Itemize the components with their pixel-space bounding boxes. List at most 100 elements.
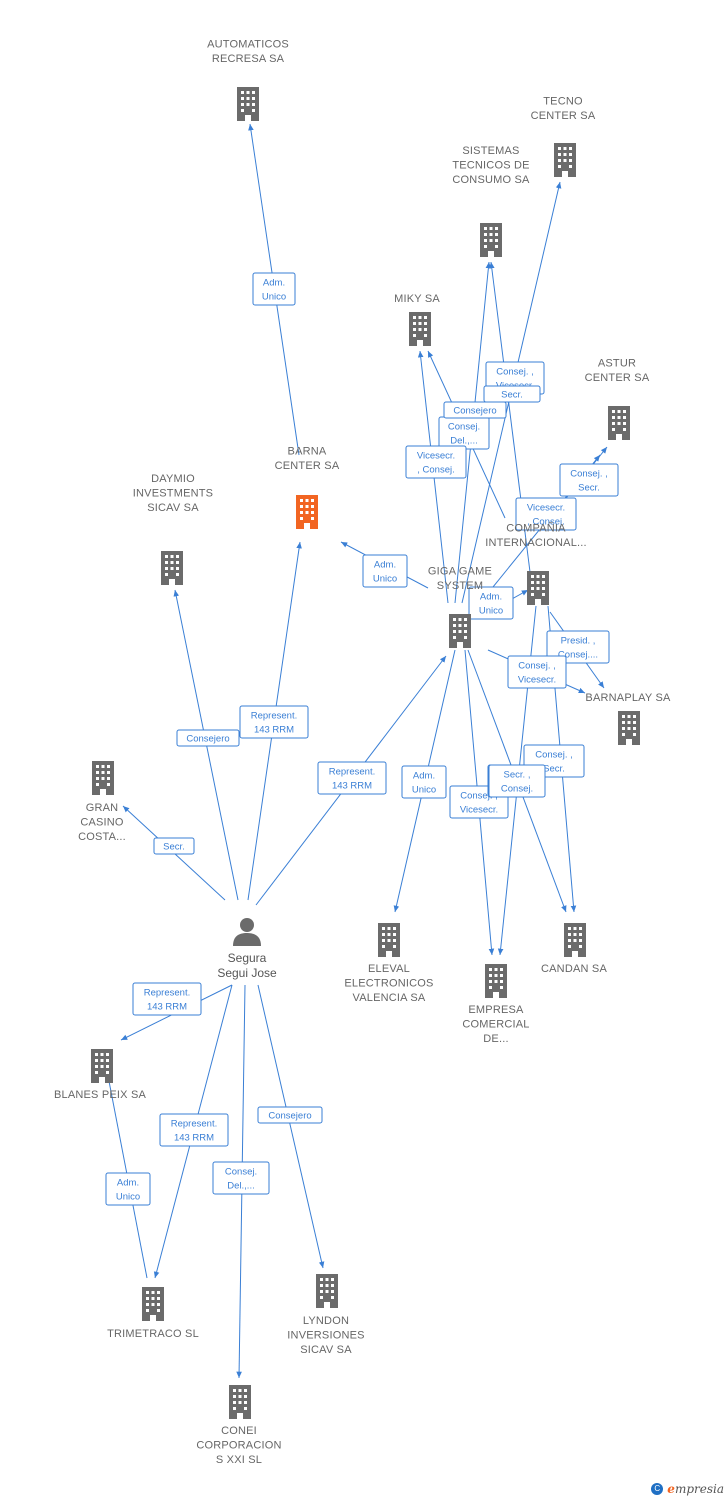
role-label-line: 143 RRM [254,725,294,736]
role-label-line: Consej. , [570,469,608,480]
role-label-giga-compania[interactable]: Adm.Unico [468,586,514,620]
company-label-line: ASTUR [598,358,636,370]
role-label-frame [507,655,567,689]
role-label-line: Unico [479,606,503,617]
brand-initial: e [667,1482,675,1496]
company-node-blanes[interactable]: BLANES PEIX SA [54,1049,147,1101]
role-label-frame [488,764,546,798]
role-label-person-barna[interactable]: Represent. 143 RRM [239,705,309,739]
role-label-giga-eleval[interactable]: Adm.Unico [401,765,447,799]
building-icon [608,406,630,440]
building-icon [296,495,318,529]
building-icon [142,1287,164,1321]
company-node-empresa[interactable]: EMPRESACOMERCIALDE... [462,964,529,1045]
role-label-giga-miky[interactable]: Vicesecr. , Consej. [405,445,467,479]
company-label-line: CORPORACION [196,1440,281,1452]
company-label-line: COMPAÑIA [506,522,566,535]
role-label-line: 143 RRM [332,781,372,792]
company-label-line: SICAV SA [300,1344,352,1356]
role-label-person-blanes[interactable]: Represent.143 RRM [132,982,202,1016]
company-node-compania[interactable]: COMPAÑIA INTERNACIONAL... [485,522,587,606]
role-label-giga-astur[interactable]: Vicesecr. , Consej. [515,497,577,531]
role-label-giga-sistemas[interactable]: Consej.Del.,... [438,416,490,450]
role-label-frame [105,1172,151,1206]
company-label-line: BARNA [288,446,327,458]
brand-name: mpresia [674,1482,724,1496]
building-icon [91,1049,113,1083]
role-label-person-giga[interactable]: Represent.143 RRM [317,761,387,795]
role-label-giga-barnaplay[interactable]: Consej. ,Vicesecr. [507,655,567,689]
role-label-compania-sistemas[interactable]: Secr. [483,385,541,403]
company-label-line: TECNICOS DE [452,160,529,172]
role-label-line: , Consej. [527,517,565,528]
role-label-frame [468,586,514,620]
role-label-compania-barnaplay[interactable]: Presid. ,Consej.... [546,630,610,664]
building-icon [409,312,431,346]
company-label-line: ELEVAL [368,963,410,975]
role-label-frame [515,497,577,531]
building-icon [449,614,471,648]
role-label-giga-barna[interactable]: Adm.Unico [362,554,408,588]
building-icon [237,87,259,121]
role-label-line: Consej. , [496,367,534,378]
role-label-line: Represent. [251,711,297,722]
role-label-line: Unico [116,1192,140,1203]
company-label-line: MIKY SA [394,293,440,305]
role-label-line: Secr. [501,390,523,401]
company-label-line: LYNDON [303,1315,349,1327]
role-label-person-gran[interactable]: Secr. [153,837,195,855]
company-label-line: INVESTMENTS [133,488,213,500]
role-label-person-conei[interactable]: Consej.Del.,... [212,1161,270,1195]
company-node-barnaplay[interactable]: BARNAPLAY SA [585,692,671,745]
company-node-miky[interactable]: MIKY SA [394,293,440,346]
role-label-line: Consejero [453,406,496,417]
role-label-barna-automaticos[interactable]: Adm.Unico [252,272,296,306]
company-label-line: TRIMETRACO SL [107,1328,199,1340]
role-label-line: Vicesecr. [527,503,565,514]
company-label-line: CENTER SA [531,110,596,122]
role-label-compania-astur[interactable]: Consej. ,Secr. [559,463,619,497]
company-label-line: COSTA... [78,831,126,843]
role-label-line: Secr. [543,764,565,775]
role-label-line: Adm. [117,1178,139,1189]
company-node-trimetraco[interactable]: TRIMETRACO SL [107,1287,199,1340]
edge-person-to-lyndon [257,984,325,1269]
role-label-person-trimetraco[interactable]: Represent.143 RRM [159,1113,229,1147]
role-label-line: Unico [412,785,436,796]
company-node-gran[interactable]: GRANCASINOCOSTA... [78,761,126,843]
role-label-line: Vicesecr. [460,805,498,816]
building-icon [378,923,400,957]
company-label-line: RECRESA SA [212,53,285,65]
role-label-person-lyndon[interactable]: Consejero [257,1106,323,1124]
role-label-person-daymio[interactable]: Consejero [176,729,240,747]
company-node-candan[interactable]: CANDAN SA [541,923,607,975]
role-label-line: Consej. [225,1167,257,1178]
building-icon [485,964,507,998]
role-label-giga-candan[interactable]: Secr. ,Consej. [488,764,546,798]
role-label-line: Unico [262,292,286,303]
building-icon [527,571,549,605]
company-label-line: CANDAN SA [541,963,607,975]
company-label-line: INTERNACIONAL... [485,537,587,549]
company-label-line: SISTEMAS [462,145,519,157]
role-label-line: Vicesecr. [417,451,455,462]
building-icon [316,1274,338,1308]
role-label-trimetraco-blanes[interactable]: Adm. Unico [105,1172,151,1206]
role-label-frame [405,445,467,479]
role-label-line: , Consej. [417,465,455,476]
role-label-line: Represent. [144,988,190,999]
company-label-line: CASINO [80,817,124,829]
company-label-line: SYSTEM [437,580,483,592]
role-label-compania-miky[interactable]: Consejero [443,401,507,419]
